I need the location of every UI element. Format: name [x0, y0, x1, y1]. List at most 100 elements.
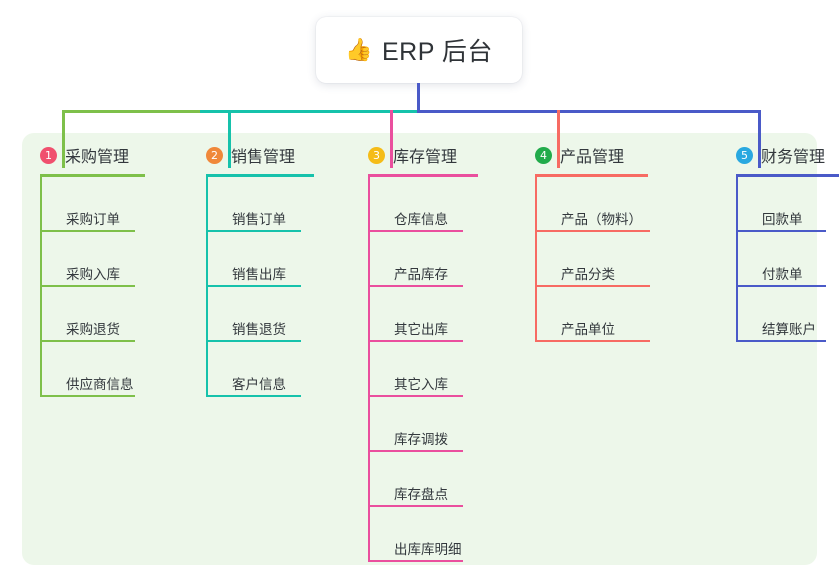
- leaf-node-label: 回款单: [762, 212, 803, 227]
- leaf-node[interactable]: 仓库信息: [368, 177, 528, 232]
- branch-leaf-list: 销售订单销售出库销售退货客户信息: [206, 177, 356, 397]
- leaf-node-label: 销售订单: [232, 212, 286, 227]
- leaf-node-underline: [368, 395, 463, 397]
- branch-header-underline: [368, 174, 478, 177]
- leaf-node-underline: [535, 340, 650, 342]
- branch-badge-icon: 4: [535, 146, 552, 164]
- branch-header-3[interactable]: 3 库存管理: [368, 143, 528, 167]
- connector-drop-4: [557, 110, 560, 168]
- branch-column-1: 1 采购管理采购订单采购入库采购退货供应商信息: [40, 143, 190, 397]
- branch-header-label: 销售管理: [231, 149, 296, 166]
- leaf-node-underline: [206, 340, 301, 342]
- branch-header-label: 财务管理: [761, 149, 826, 166]
- leaf-node-label: 销售退货: [232, 322, 286, 337]
- branch-leaf-list: 仓库信息产品库存其它出库其它入库库存调拨库存盘点出库库明细: [368, 177, 528, 562]
- leaf-node[interactable]: 库存调拨: [368, 397, 528, 452]
- branch-header-label: 库存管理: [393, 149, 458, 166]
- leaf-node[interactable]: 产品分类: [535, 232, 710, 287]
- leaf-node-underline: [736, 340, 826, 342]
- leaf-node-underline: [368, 230, 463, 232]
- branch-header-underline: [736, 174, 839, 177]
- leaf-node-label: 采购退货: [66, 322, 120, 337]
- leaf-node[interactable]: 采购订单: [40, 177, 190, 232]
- leaf-node[interactable]: 客户信息: [206, 342, 356, 397]
- leaf-node[interactable]: 采购入库: [40, 232, 190, 287]
- branch-spine: [535, 177, 537, 342]
- leaf-node-label: 出库库明细: [394, 542, 462, 557]
- leaf-node[interactable]: 产品（物料）: [535, 177, 710, 232]
- connector-bus-blue: [417, 110, 760, 113]
- branch-column-5: 5 财务管理回款单付款单结算账户: [736, 143, 839, 342]
- branch-leaf-list: 产品（物料） 产品分类产品单位: [535, 177, 710, 342]
- leaf-node[interactable]: 其它出库: [368, 287, 528, 342]
- leaf-node-underline: [535, 230, 650, 232]
- leaf-node[interactable]: 其它入库: [368, 342, 528, 397]
- leaf-node[interactable]: 销售出库: [206, 232, 356, 287]
- leaf-node-underline: [206, 230, 301, 232]
- branch-header-1[interactable]: 1 采购管理: [40, 143, 190, 167]
- leaf-node-label: 结算账户: [762, 322, 816, 337]
- connector-drop-1: [62, 110, 65, 168]
- branch-header-underline: [206, 174, 314, 177]
- leaf-node-underline: [206, 285, 301, 287]
- leaf-node-underline: [40, 395, 135, 397]
- branch-leaf-list: 回款单付款单结算账户: [736, 177, 839, 342]
- leaf-node[interactable]: 销售退货: [206, 287, 356, 342]
- leaf-node[interactable]: 库存盘点: [368, 452, 528, 507]
- leaf-node-label: 客户信息: [232, 377, 286, 392]
- branch-spine: [368, 177, 370, 562]
- leaf-node-underline: [368, 560, 463, 562]
- branch-badge-icon: 3: [368, 146, 385, 164]
- branch-header-5[interactable]: 5 财务管理: [736, 143, 839, 167]
- leaf-node[interactable]: 销售订单: [206, 177, 356, 232]
- connector-bus-teal: [200, 110, 420, 113]
- connector-drop-2: [228, 110, 231, 168]
- branch-header-underline: [40, 174, 145, 177]
- leaf-node-underline: [368, 505, 463, 507]
- leaf-node[interactable]: 采购退货: [40, 287, 190, 342]
- leaf-node-label: 库存盘点: [394, 487, 448, 502]
- leaf-node-underline: [206, 395, 301, 397]
- leaf-node[interactable]: 供应商信息: [40, 342, 190, 397]
- leaf-node[interactable]: 回款单: [736, 177, 839, 232]
- branch-spine: [206, 177, 208, 397]
- leaf-node-underline: [40, 230, 135, 232]
- connector-drop-5: [758, 110, 761, 168]
- leaf-node-underline: [368, 340, 463, 342]
- leaf-node[interactable]: 产品单位: [535, 287, 710, 342]
- leaf-node-label: 销售出库: [232, 267, 286, 282]
- connector-drop-3: [390, 110, 393, 168]
- connector-bus-green: [62, 110, 262, 113]
- leaf-node-underline: [736, 285, 826, 287]
- thumbs-up-icon: 👍: [345, 37, 373, 62]
- leaf-node-underline: [368, 285, 463, 287]
- leaf-node-label: 采购订单: [66, 212, 120, 227]
- root-title-text: ERP 后台: [382, 38, 493, 66]
- leaf-node-underline: [40, 285, 135, 287]
- leaf-node-label: 产品（物料）: [561, 212, 642, 227]
- leaf-node-label: 产品库存: [394, 267, 448, 282]
- branch-badge-icon: 1: [40, 146, 57, 164]
- leaf-node-underline: [40, 340, 135, 342]
- leaf-node-label: 其它出库: [394, 322, 448, 337]
- branch-column-3: 3 库存管理仓库信息产品库存其它出库其它入库库存调拨库存盘点出库库明细: [368, 143, 528, 562]
- leaf-node-underline: [535, 285, 650, 287]
- branch-header-label: 采购管理: [65, 149, 130, 166]
- root-node[interactable]: 👍 ERP 后台: [316, 17, 522, 83]
- branch-header-underline: [535, 174, 648, 177]
- leaf-node[interactable]: 出库库明细: [368, 507, 528, 562]
- branch-panel-background: [22, 133, 817, 565]
- leaf-node-underline: [736, 230, 826, 232]
- leaf-node[interactable]: 产品库存: [368, 232, 528, 287]
- connector-root-stem: [417, 83, 420, 111]
- leaf-node[interactable]: 付款单: [736, 232, 839, 287]
- leaf-node-label: 其它入库: [394, 377, 448, 392]
- leaf-node-label: 库存调拨: [394, 432, 448, 447]
- branch-badge-icon: 5: [736, 146, 753, 164]
- leaf-node[interactable]: 结算账户: [736, 287, 839, 342]
- leaf-node-label: 供应商信息: [66, 377, 134, 392]
